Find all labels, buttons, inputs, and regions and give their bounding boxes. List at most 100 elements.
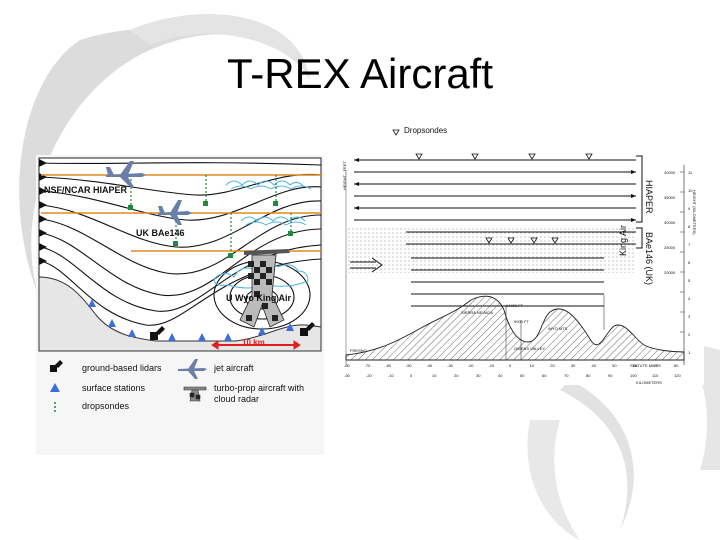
- tick-label: -70: [364, 363, 371, 368]
- tick-label: 70: [564, 373, 569, 378]
- tick-label: 80: [674, 363, 679, 368]
- fresno-label: FRESNO: [350, 348, 367, 353]
- tick-label: 40000: [664, 170, 676, 175]
- dropsonde-markers: [128, 201, 293, 258]
- tick-label: 10: [688, 188, 693, 193]
- crosssection-figure: [345, 129, 685, 365]
- dropsonde-legend-marker: [392, 129, 400, 136]
- tick-label: 0: [410, 373, 413, 378]
- right-axis-ticks: [680, 171, 684, 353]
- peak-label-9000: 9000 FT: [514, 319, 529, 324]
- tick-label: 60: [632, 363, 638, 368]
- left-schematic-panel: NSF/NCAR HIAPER UK BAe146 U Wyo King Air…: [36, 155, 324, 455]
- legend-lidars: ground-based lidars: [82, 363, 162, 373]
- tick-label: 10: [529, 363, 535, 368]
- tick-label: 7: [688, 242, 691, 247]
- inflow-arrow: [350, 257, 383, 273]
- tick-label: -40: [426, 363, 433, 368]
- bae146-bracket: [636, 227, 643, 249]
- right-crosssection-panel: Dropsondes HIAPER BAe146 (UK) King Air H…: [336, 120, 704, 385]
- tick-label: -20: [467, 363, 474, 368]
- tick-label: 2: [688, 332, 691, 337]
- height-feet-label: HEIGHT - FEET: [342, 161, 347, 190]
- tick-label: 25000: [664, 245, 676, 250]
- terrain: [38, 276, 322, 352]
- bae146-label: UK BAe146: [136, 228, 185, 238]
- owens-label: OWENS VALLEY: [514, 346, 546, 351]
- tick-label: 60: [542, 373, 547, 378]
- jet-aircraft-icons: [106, 161, 192, 225]
- tick-label: 30000: [664, 220, 676, 225]
- tick-label: 5: [688, 278, 691, 283]
- king-air-radar-beam: [239, 249, 290, 328]
- dropsondes-label: Dropsondes: [404, 126, 448, 135]
- dropsonde-markers: [415, 153, 593, 244]
- scale-label: 10 km: [242, 338, 265, 347]
- statute-miles-label: STATUTE MILES: [630, 363, 661, 368]
- tick-label: 40: [498, 373, 503, 378]
- tick-label: 6: [688, 260, 691, 265]
- bae146-label: BAe146 (UK): [644, 232, 654, 286]
- hiaper-label: NSF/NCAR HIAPER: [44, 185, 128, 195]
- schematic-figure: [38, 157, 322, 413]
- tick-label: 30: [476, 373, 481, 378]
- tick-label: -10: [488, 363, 495, 368]
- tick-label: -80: [344, 363, 350, 368]
- tick-label: 0: [509, 363, 512, 368]
- track-arrowheads: [354, 158, 636, 222]
- ground-lidars: [150, 322, 315, 340]
- legend-jet-aircraft: jet aircraft: [214, 363, 254, 373]
- peak-markers: [505, 295, 605, 360]
- slide-title: T-REX Aircraft: [226, 50, 494, 97]
- king-air-label: King Air: [618, 224, 628, 256]
- tick-label: 70: [653, 363, 658, 368]
- tick-label: -20: [366, 373, 372, 378]
- tick-label: 50: [520, 373, 525, 378]
- tick-label: 90: [608, 373, 613, 378]
- hiaper-tracks: [354, 159, 636, 221]
- surface-stations: [88, 299, 294, 341]
- inyo-label: INYO MTS: [548, 326, 568, 331]
- tick-label: 1: [688, 350, 691, 355]
- tick-label: -10: [388, 373, 394, 378]
- tick-label: 30: [570, 363, 576, 368]
- king-air-tracks: [411, 257, 604, 307]
- legend-dropsondes: dropsondes: [82, 401, 130, 411]
- tick-label: 8: [688, 224, 691, 229]
- kilometers-label: KILOMETERS: [636, 380, 662, 385]
- tick-label: 110: [652, 373, 659, 378]
- peak-label-14000: 14000 FT: [506, 303, 524, 308]
- tick-label: -30: [344, 373, 350, 378]
- tick-label: -50: [405, 363, 412, 368]
- terrain-profile: [345, 295, 685, 361]
- scale-bar: [211, 340, 301, 350]
- tick-label: 40: [591, 363, 596, 368]
- height-km-label: HEIGHT (KILOMETERS): [692, 190, 697, 235]
- king-air-label: U Wyo King Air: [226, 293, 291, 303]
- tick-label: 120: [674, 373, 681, 378]
- tick-label: 35000: [664, 195, 676, 200]
- tick-label: -60: [385, 363, 392, 368]
- legend-turboprop-2: cloud radar: [214, 394, 260, 404]
- tick-label: 11: [688, 170, 693, 175]
- hiaper-bracket: [636, 155, 643, 223]
- tick-label: 9: [688, 206, 691, 211]
- stippled-layer: [346, 228, 636, 273]
- legend-icons: [50, 359, 207, 413]
- legend-turboprop: turbo-prop aircraft with: [214, 383, 305, 393]
- bae146-tracks: [406, 231, 636, 245]
- tick-label: 20: [550, 363, 555, 368]
- tick-label: 20: [454, 373, 459, 378]
- tick-label: -30: [447, 363, 453, 368]
- legend-surface-stations: surface stations: [82, 383, 146, 393]
- tick-label: 50: [612, 363, 617, 368]
- tick-label: 20000: [664, 270, 676, 275]
- tick-label: 10: [432, 373, 437, 378]
- inflow-arrows: [39, 159, 47, 265]
- clouds: [213, 180, 312, 289]
- sierra-label: SIERRA NEVADA: [461, 310, 493, 315]
- hiaper-label: HIAPER: [644, 180, 654, 214]
- tick-label: 3: [688, 314, 691, 319]
- tick-label: 4: [688, 296, 691, 301]
